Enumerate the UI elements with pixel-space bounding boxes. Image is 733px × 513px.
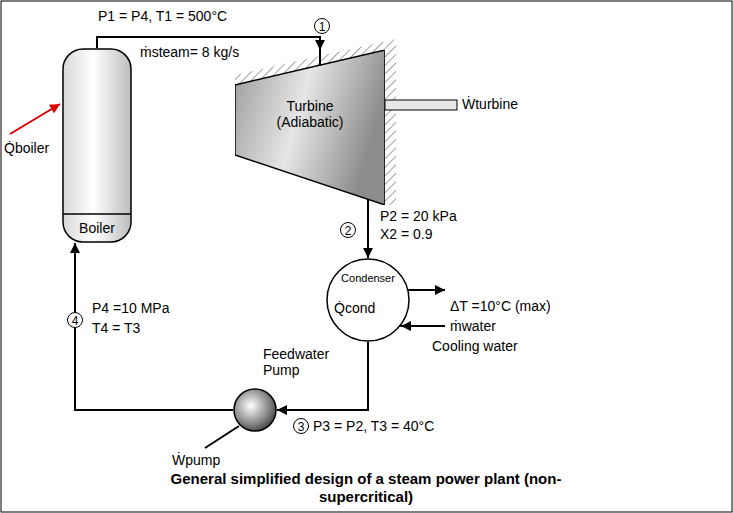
turbine-hatching [235,39,396,205]
node-label: Boiler [62,220,132,236]
turbine-body: Turbine (Adiabatic) [235,50,385,205]
boiler-vessel: Boiler [62,48,132,243]
node-label: Turbine (Adiabatic) [257,98,363,130]
state-label: Cooling water [432,338,518,354]
pipe [367,205,369,258]
state-label: ṁwater [450,318,496,334]
boiler-vessel-shape [62,48,132,243]
node-label: Condenser [326,270,410,286]
heat-arrow [10,104,60,134]
state-label: P4 =10 MPa [92,300,169,316]
state-label: P1 = P4, T1 = 500°C [98,8,227,24]
state-label: P2 = 20 kPa [380,208,457,224]
pipe [75,243,233,410]
callout-number: 1 [314,18,330,34]
caption: General simplified design of a steam pow… [156,470,576,506]
node-label: Feedwater Pump [263,346,335,378]
turbine-shaft [385,100,457,110]
state-label: ṁsteam= 8 kg/s [140,44,239,60]
pump-drive [205,426,239,448]
state-label: X2 = 0.9 [380,226,433,242]
state-label: T4 = T3 [92,320,140,336]
callout-number: 3 [293,418,309,434]
callout-number: 2 [340,222,356,238]
state-label: ΔT =10°C (max) [450,298,551,314]
state-label: Q̇boiler [4,140,49,156]
cooling-water-out [409,289,445,291]
state-label: Ẇpump [172,452,220,468]
feedwater-pump: Feedwater Pump [233,388,277,432]
cooling-water-in [401,325,445,327]
state-label: Ẇturbine [462,96,518,112]
callout-number: 4 [67,312,83,328]
state-label: P3 = P2, T3 = 40°C [313,418,434,434]
feedwater-pump-shape [233,388,277,432]
state-label: Q̇cond [334,300,375,316]
